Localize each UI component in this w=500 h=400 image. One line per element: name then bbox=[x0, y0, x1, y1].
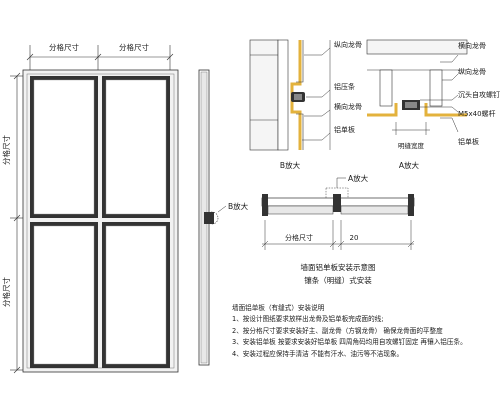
detail-a-label-3: 沉头自攻螺钉 bbox=[458, 90, 500, 99]
detail-a-label-2: 纵向龙骨 bbox=[458, 67, 486, 76]
door-frame-inner bbox=[26, 73, 175, 369]
notes-item-3: 3、安装铝单板 按要求安装好铝单板 四周角码均用自攻螺钉固定 再镶入铝压条。 bbox=[232, 338, 467, 347]
detail-a: 明缝宽度 横向龙骨 纵向龙骨 沉头自攻螺钉 M5x40螺杆 铝单板 A放大 bbox=[366, 39, 500, 170]
top-right-dimension-label: 分格尺寸 bbox=[119, 42, 149, 52]
section-title-line2: 镶条（明缝）式安装 bbox=[304, 275, 372, 285]
panel-top-left bbox=[30, 76, 98, 218]
detail-b-label-2: 铝压条 bbox=[334, 82, 355, 91]
section-title-line1: 墙面铝单板安装示意图 bbox=[301, 262, 376, 272]
detail-a-label-4: M5x40螺杆 bbox=[458, 109, 496, 118]
panel-bottom-left bbox=[30, 222, 98, 368]
detail-b-callout: B放大 bbox=[228, 201, 249, 211]
side-section: B放大 bbox=[198, 69, 249, 366]
notes-item-1: 1、按设计图纸要求放样出龙骨及铝单板完成面的线; bbox=[232, 315, 384, 324]
detail-b-label-1: 纵向龙骨 bbox=[334, 40, 362, 49]
plan-cell-label: 分格尺寸 bbox=[285, 233, 313, 242]
panel-bottom-right bbox=[102, 222, 170, 368]
front-elevation: 分格尺寸 分格尺寸 分格尺寸 分格尺寸 bbox=[1, 42, 179, 374]
detail-b-label-3: 横向龙骨 bbox=[334, 102, 362, 111]
detail-b: 纵向龙骨 铝压条 横向龙骨 铝单板 B放大 bbox=[249, 39, 362, 170]
detail-a-label-1: 横向龙骨 bbox=[458, 41, 486, 50]
notes-item-2: 2、按分格尺寸要求安装好主、副龙骨（方钢龙骨） 确保龙骨面的平整度 bbox=[232, 326, 443, 335]
top-left-dimension-label: 分格尺寸 bbox=[49, 42, 79, 52]
detail-a-label-5: 铝单板 bbox=[458, 137, 479, 146]
detail-b-label-4: 铝单板 bbox=[334, 125, 355, 134]
left-bottom-dimension-label: 分格尺寸 bbox=[1, 277, 11, 307]
left-dimension bbox=[10, 72, 24, 374]
side-joint bbox=[204, 212, 214, 224]
top-dimension bbox=[26, 45, 174, 75]
left-top-dimension-label: 分格尺寸 bbox=[1, 135, 11, 165]
plan-section: A放大 分格尺寸 20 墙面铝单板安装示意图 镶条（明缝）式安装 bbox=[261, 173, 415, 285]
installation-notes: 墙面铝单板（有缝式）安装说明 1、按设计图纸要求放样出龙骨及铝单板完成面的线; … bbox=[232, 303, 494, 360]
panel-top-right bbox=[102, 76, 170, 218]
plan-detail-a-callout: A放大 bbox=[348, 173, 369, 183]
detail-b-title: B放大 bbox=[280, 160, 301, 170]
detail-b-circle bbox=[205, 211, 219, 225]
notes-item-4: 4、安装过程应保持手清洁 不能有汗水、油污等不洁现象。 bbox=[232, 349, 404, 358]
detail-a-gap-label: 明缝宽度 bbox=[398, 141, 425, 150]
plan-gap-value: 20 bbox=[350, 234, 359, 242]
notes-heading: 墙面铝单板（有缝式）安装说明 bbox=[232, 304, 325, 312]
detail-a-title: A放大 bbox=[399, 160, 420, 170]
